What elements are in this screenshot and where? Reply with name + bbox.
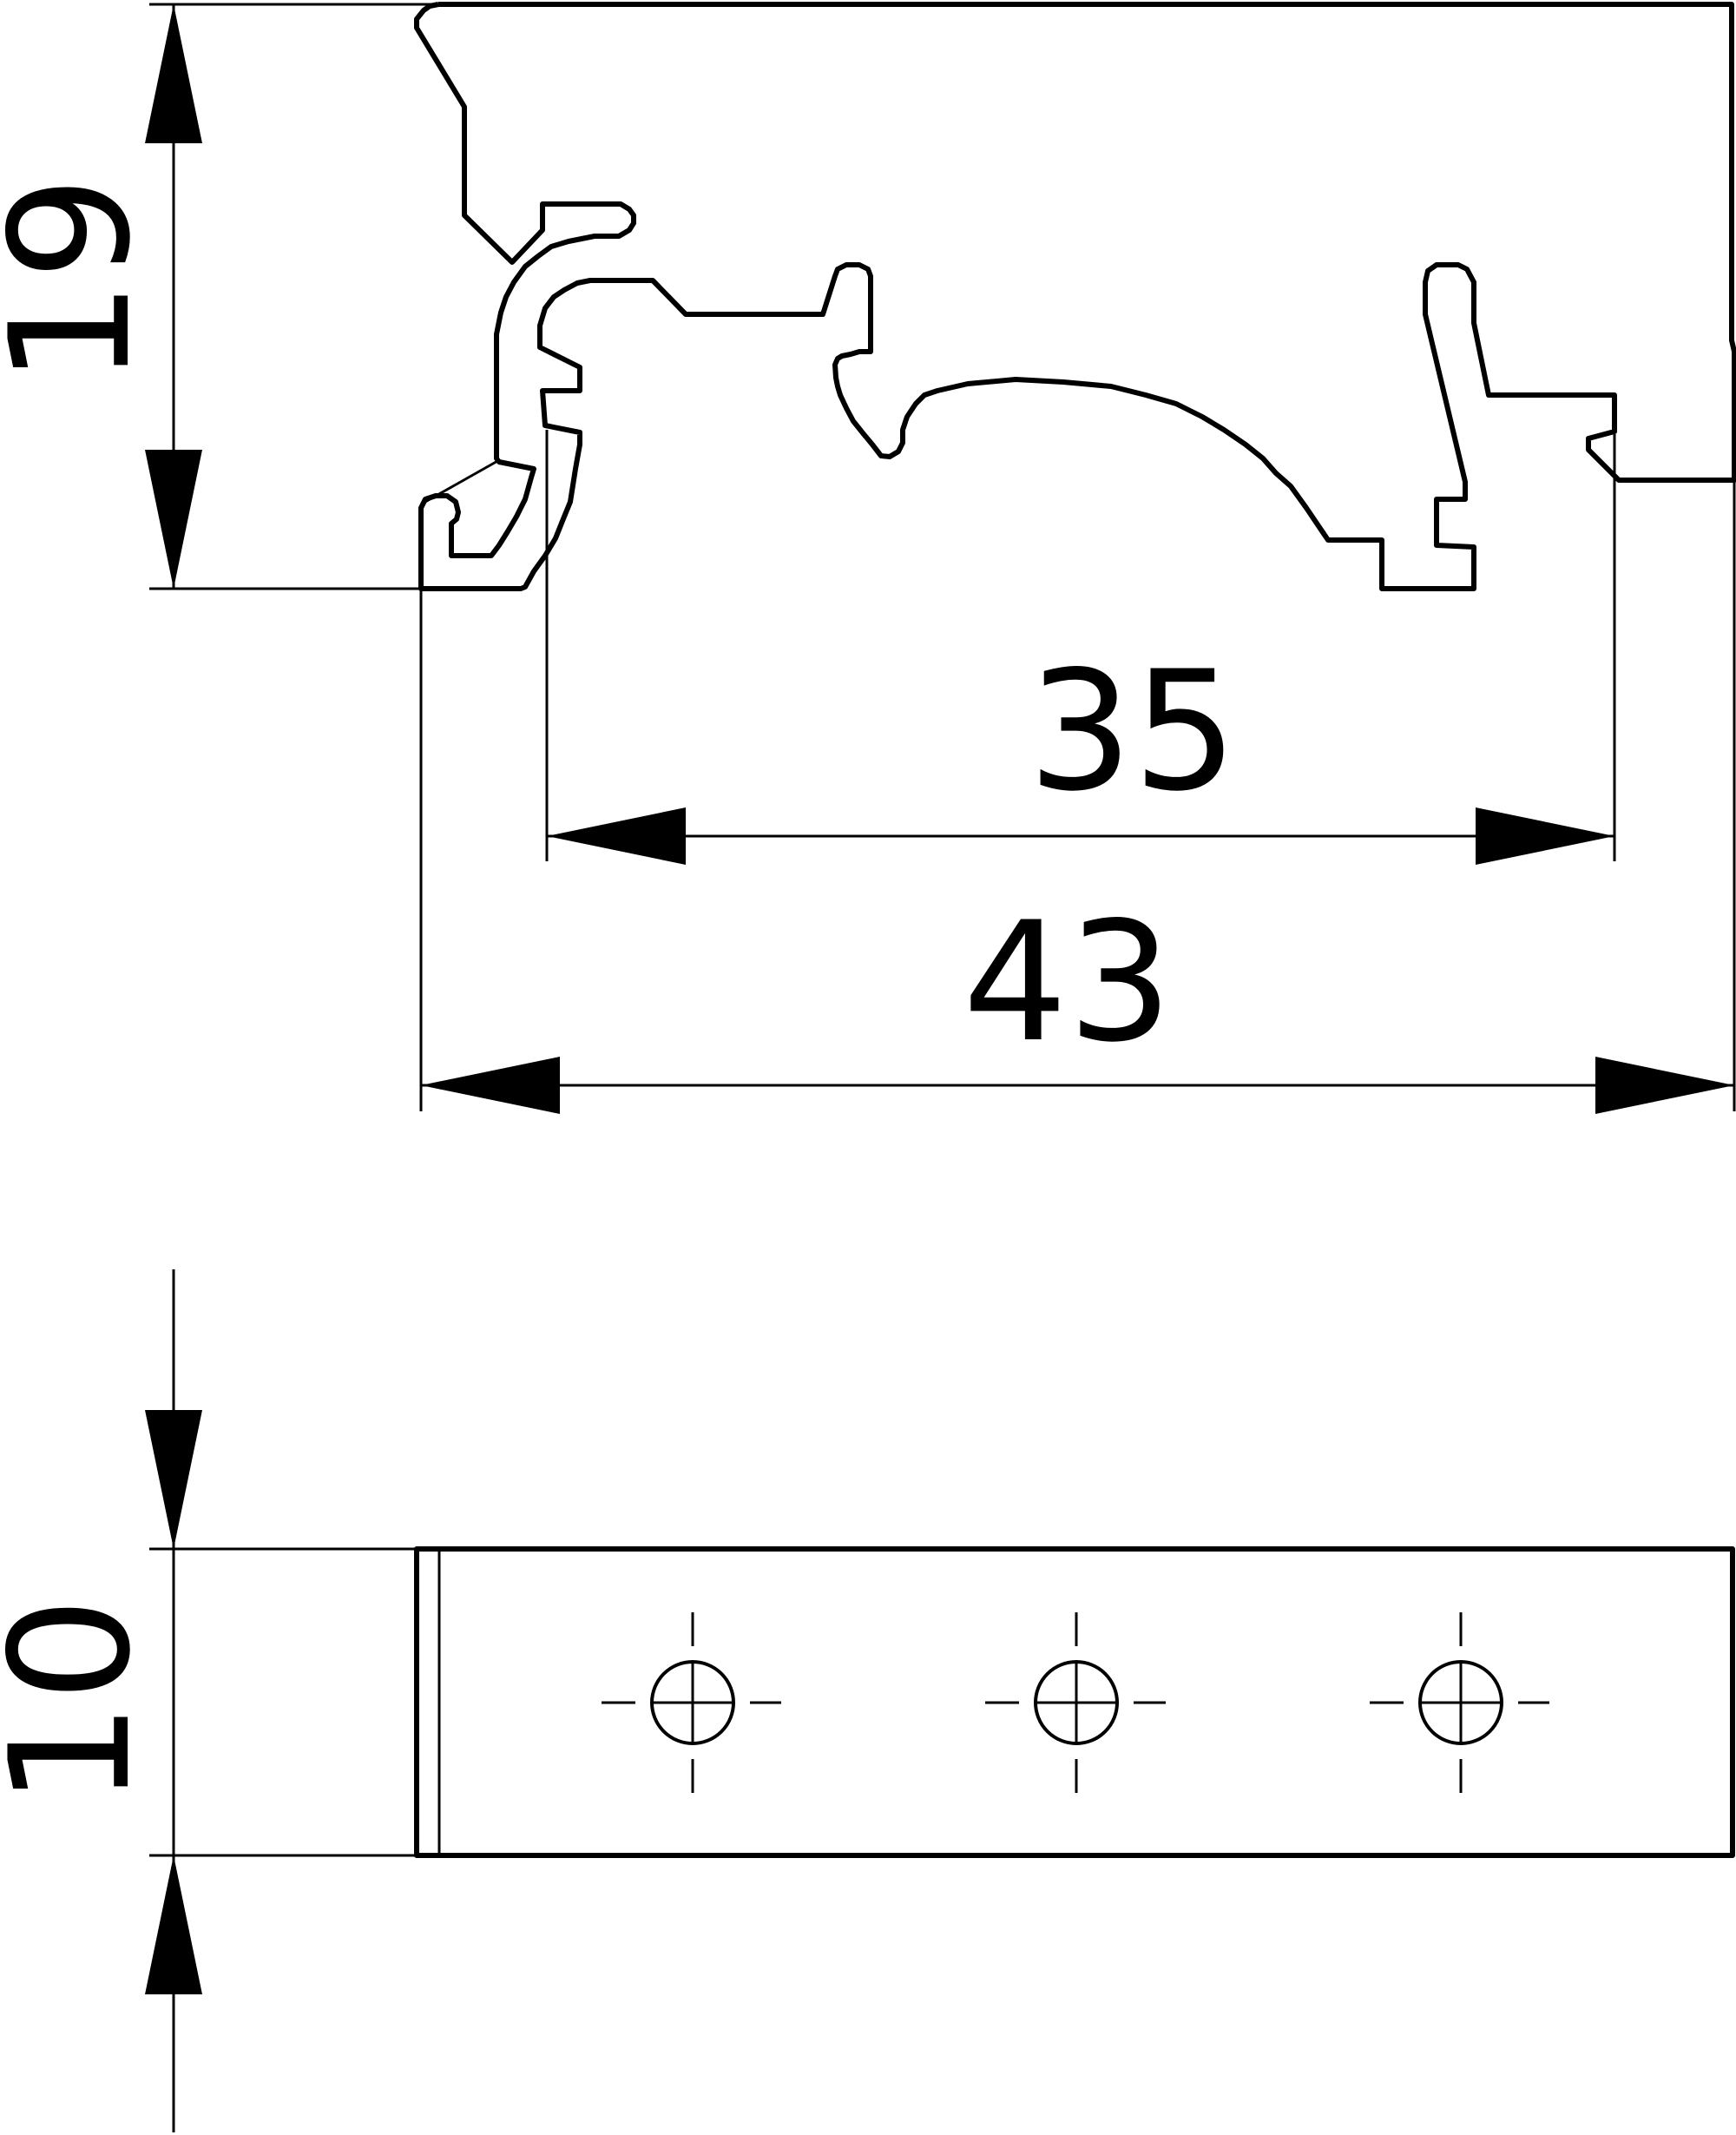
clip-view: 10 xyxy=(0,1269,1735,2132)
arrow-10-bottom xyxy=(145,1855,202,1994)
hole-2 xyxy=(985,1612,1166,1793)
dim-label-10: 10 xyxy=(0,1597,167,1807)
arrow-10-top xyxy=(145,1410,202,1549)
dim-label-19: 19 xyxy=(0,175,167,385)
arrow-43-left xyxy=(421,1057,560,1114)
arrow-down xyxy=(145,450,202,589)
profile-outline xyxy=(414,2,1736,591)
arrow-35-left xyxy=(547,807,686,865)
arrow-35-right xyxy=(1476,807,1614,865)
dim-label-35: 35 xyxy=(1028,636,1238,827)
clip-outline xyxy=(414,1546,1735,1858)
profile-view: 19 35 43 xyxy=(0,2,1736,1114)
arrow-43-right xyxy=(1595,1057,1734,1114)
hole-3 xyxy=(1370,1612,1549,1793)
profile-inner-line xyxy=(424,458,500,504)
hole-1 xyxy=(602,1612,781,1793)
arrow-up xyxy=(145,4,202,143)
dim-label-43: 43 xyxy=(963,886,1173,1078)
